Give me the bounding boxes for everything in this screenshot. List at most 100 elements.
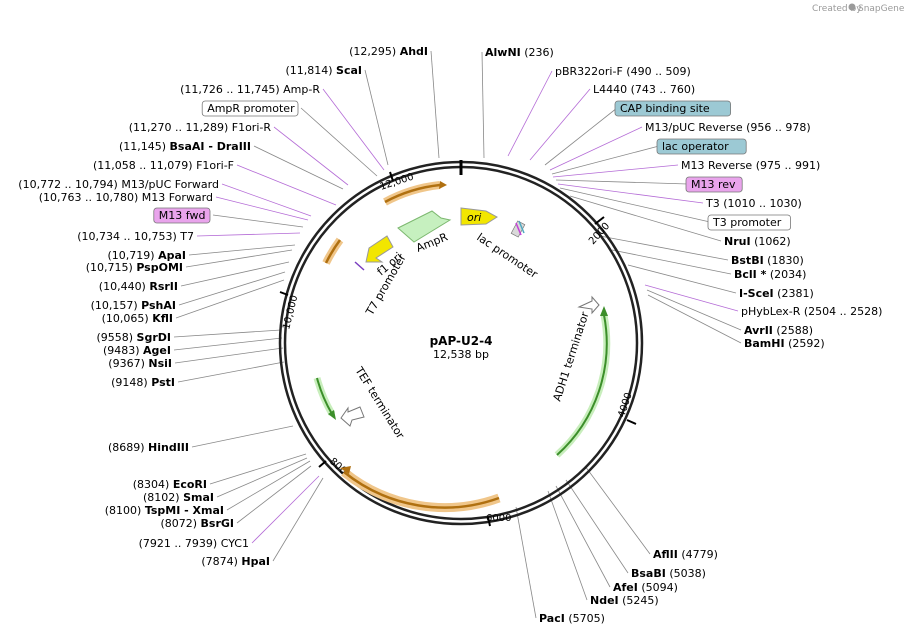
left-hpai-label: (7874) HpaI <box>201 555 270 568</box>
adh1-arc <box>556 314 608 456</box>
leader-line <box>364 69 389 166</box>
right-paci-position: (5705) <box>568 612 605 625</box>
left-m13-fwd-label: M13 fwd <box>153 207 211 224</box>
leader-line <box>647 294 742 344</box>
right-m13-reverse-position: (975 .. 991) <box>756 159 821 172</box>
right-m13-reverse-name: M13 Reverse <box>681 159 752 172</box>
right-cap-binding-site-label-frame <box>614 100 731 117</box>
left-bsaai-draiii-label: (11,145) BsaAI - DraIII <box>119 140 251 153</box>
leader-line <box>549 126 643 171</box>
leader-line <box>481 51 485 159</box>
right-bamhi-position: (2592) <box>788 337 825 350</box>
left-scai-name: ScaI <box>336 64 362 77</box>
leader-line <box>236 164 337 206</box>
right-m13-rev-label-frame <box>685 176 743 193</box>
right-m13-rev-label-text: M13 rev <box>691 178 736 191</box>
leader-line <box>611 249 732 275</box>
leader-line <box>180 261 290 287</box>
leader-line <box>544 107 618 166</box>
leader-line <box>627 264 737 294</box>
right-l4440-name: L4440 <box>593 83 627 96</box>
left-nsii-position: (9367) <box>108 357 145 370</box>
right-alwni-label: AlwNI (236) <box>485 46 554 59</box>
left-ecori-label: (8304) EcoRI <box>133 478 207 491</box>
right-paci-label: PacI (5705) <box>539 612 605 625</box>
left-bsaai-draiii-name: BsaAI - DraIII <box>170 140 251 153</box>
right-bstbi-position: (1830) <box>767 254 804 267</box>
left-bsrgi-label: (8072) BsrGI <box>160 517 234 530</box>
right-t3-name: T3 <box>705 197 720 210</box>
plasmid-length: 12,538 bp <box>433 348 489 361</box>
left-cyc1-label: (7921 .. 7939) CYC1 <box>139 537 249 550</box>
ampr-promoter-arrow <box>384 183 441 204</box>
left-psti-position: (9148) <box>111 376 148 389</box>
right-nrui-label: NruI (1062) <box>724 235 791 248</box>
leader-line <box>215 196 309 221</box>
left-m13-fwd-label-frame <box>153 207 211 224</box>
left-f1ori-f-position: (11,058 .. 11,079) <box>93 159 193 172</box>
left-ahdi-label: (12,295) AhdI <box>349 45 428 58</box>
leader-line <box>300 107 378 177</box>
right-bamhi-label: BamHI (2592) <box>744 337 825 350</box>
right-l4440-label: L4440 (743 .. 760) <box>593 83 695 96</box>
left-kfli-position: (10,065) <box>102 312 149 325</box>
left-m13-forward-label: (10,763 .. 10,780) M13 Forward <box>39 191 213 204</box>
right-alwni-name: AlwNI <box>485 46 521 59</box>
left-m13-forward-position: (10,763 .. 10,780) <box>39 191 139 204</box>
right-t3-promoter-label-text: T3 promoter <box>712 216 782 229</box>
leader-line <box>584 465 651 555</box>
right-avrii-label: AvrII (2588) <box>744 324 813 337</box>
left-tspmi-xmai-name: TspMI - XmaI <box>145 504 224 517</box>
left-tspmi-xmai-label: (8100) TspMI - XmaI <box>105 504 224 517</box>
label-leader-lines <box>173 50 742 619</box>
right-pbr322ori-f-name: pBR322ori-F <box>555 65 623 78</box>
leader-line <box>555 485 611 588</box>
tick-12000-mark <box>389 171 394 182</box>
left-f1ori-r-position: (11,270 .. 11,289) <box>129 121 229 134</box>
left-ampr-promoter-label: AmpR promoter <box>201 100 299 117</box>
leader-line <box>236 465 312 524</box>
left-amp-r-name: Amp-R <box>283 83 320 96</box>
right-ndei-label: NdeI (5245) <box>590 594 659 607</box>
left-amp-r-position: (11,726 .. 11,745) <box>180 83 280 96</box>
leader-line <box>273 126 349 186</box>
leader-line <box>175 279 285 319</box>
leader-line <box>221 183 312 217</box>
left-pshai-name: PshAI <box>141 299 176 312</box>
left-m13-puc-forward-label: (10,772 .. 10,794) M13/pUC Forward <box>18 178 219 191</box>
leader-line <box>272 477 324 562</box>
right-aflii-name: AflII <box>653 548 678 561</box>
left-t7-label: (10,734 .. 10,753) T7 <box>77 230 194 243</box>
right-bsabi-label: BsaBI (5038) <box>631 567 706 580</box>
left-ecori-position: (8304) <box>133 478 170 491</box>
leader-line <box>430 50 440 159</box>
right-afei-label: AfeI (5094) <box>613 581 678 594</box>
left-sgrdi-name: SgrDI <box>137 331 171 344</box>
left-pspomi-position: (10,715) <box>86 261 133 274</box>
right-afei-name: AfeI <box>613 581 638 594</box>
left-ahdi-name: AhdI <box>400 45 428 58</box>
tef-terminator-arrow <box>340 406 365 427</box>
left-kfli-label: (10,065) KflI <box>102 312 173 325</box>
left-green-arrowhead <box>328 410 336 420</box>
tick-10000-mark <box>279 291 289 296</box>
right-avrii-name: AvrII <box>744 324 773 337</box>
left-rsrii-label: (10,440) RsrII <box>99 280 178 293</box>
left-agei-position: (9483) <box>103 344 140 357</box>
left-cyc1-position: (7921 .. 7939) <box>139 537 218 550</box>
leader-line <box>251 475 320 544</box>
left-hindiii-name: HindIII <box>148 441 189 454</box>
tick-8000-mark <box>318 460 327 468</box>
right-bstbi-label: BstBI (1830) <box>731 254 804 267</box>
leader-line <box>547 490 588 601</box>
right-afei-position: (5094) <box>641 581 678 594</box>
left-m13-puc-forward-name: M13/pUC Forward <box>121 178 219 191</box>
left-tspmi-xmai-position: (8100) <box>105 504 142 517</box>
right-t3-label: T3 (1010 .. 1030) <box>705 197 802 210</box>
bottom-orange-arrowhead <box>340 466 351 474</box>
lac-promoter-label: lac promoter <box>474 231 540 281</box>
left-scai-label: (11,814) ScaI <box>285 64 362 77</box>
left-ampr-promoter-label-text: AmpR promoter <box>207 102 295 115</box>
right-t3-position: (1010 .. 1030) <box>723 197 802 210</box>
